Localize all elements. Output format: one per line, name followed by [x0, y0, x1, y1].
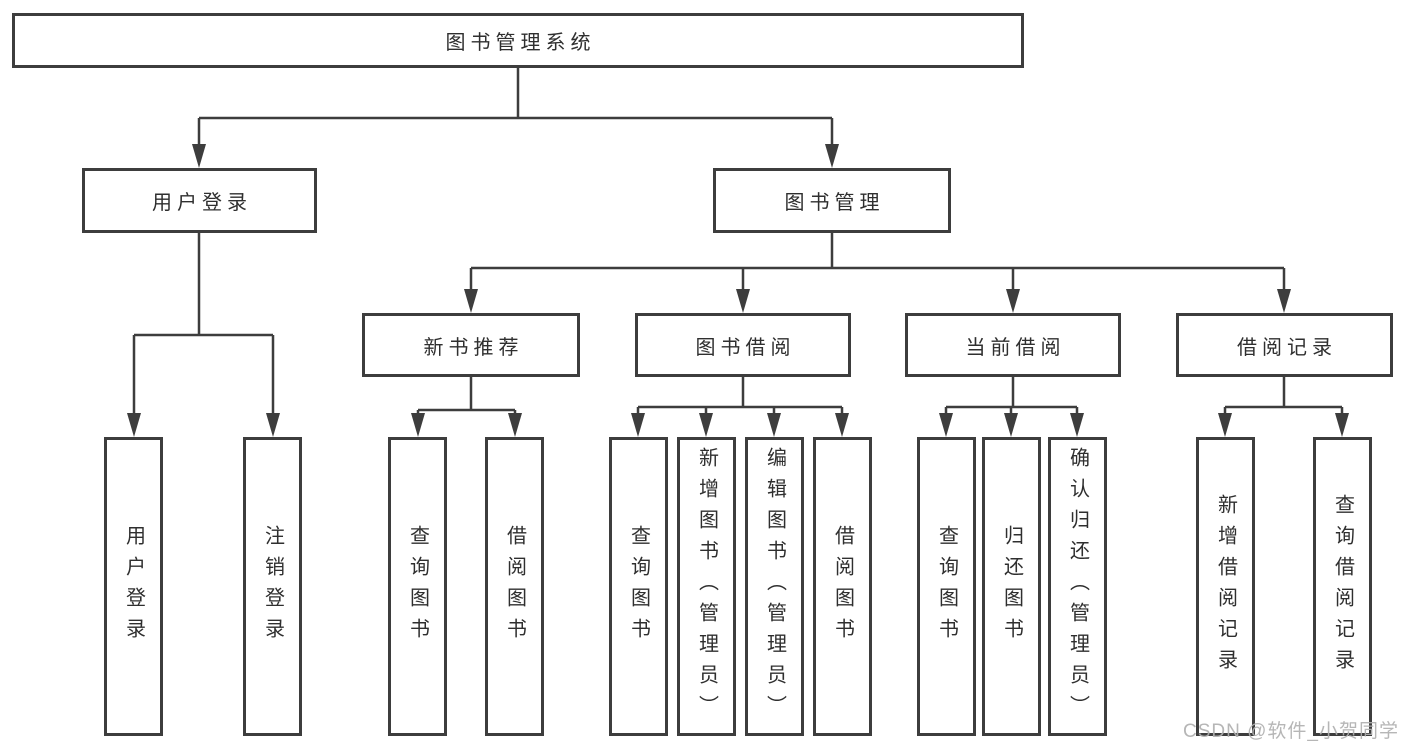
node-book-management: 图书管理: [713, 168, 951, 233]
node-label: 编辑图书（管理员）: [763, 447, 786, 726]
node-label: 用户登录: [152, 192, 252, 214]
node-label: 确认归还（管理员）: [1066, 447, 1089, 726]
node-label: 查询图书: [935, 524, 958, 649]
node-label: 查询借阅记录: [1331, 493, 1354, 680]
csdn-watermark: CSDN @软件_小贺同学: [1183, 721, 1399, 742]
node-label: 新增借阅记录: [1214, 493, 1237, 680]
node-borrowing-records: 借阅记录: [1176, 313, 1393, 377]
node-label: 借阅图书: [503, 524, 526, 649]
node-new-book-recommendation: 新书推荐: [362, 313, 580, 377]
leaf-query-books-current: 查询图书: [917, 437, 976, 736]
leaf-logout: 注销登录: [243, 437, 302, 736]
node-label: 当前借阅: [965, 336, 1066, 359]
leaf-confirm-return-admin: 确认归还（管理员）: [1048, 437, 1107, 736]
node-current-borrowing: 当前借阅: [905, 313, 1121, 377]
node-label: 归还图书: [1000, 524, 1023, 649]
node-user-login: 用户登录: [82, 168, 317, 233]
leaf-add-borrow-record: 新增借阅记录: [1196, 437, 1255, 736]
arrowheads: [127, 144, 1349, 437]
leaf-query-books-borrowing: 查询图书: [609, 437, 668, 736]
node-label: 查询图书: [406, 524, 429, 649]
node-book-borrowing: 图书借阅: [635, 313, 851, 377]
node-label: 新书推荐: [423, 336, 524, 359]
node-label: 图书管理系统: [445, 32, 596, 54]
leaf-query-books-recommend: 查询图书: [388, 437, 447, 736]
node-label: 图书管理: [784, 192, 885, 214]
node-label: 用户登录: [122, 524, 145, 649]
node-library-management-system: 图书管理系统: [12, 13, 1024, 68]
leaf-borrow-books-borrowing: 借阅图书: [813, 437, 872, 736]
leaf-borrow-books-recommend: 借阅图书: [485, 437, 544, 736]
node-label: 借阅图书: [831, 524, 854, 649]
leaf-return-books: 归还图书: [982, 437, 1041, 736]
node-label: 查询图书: [627, 524, 650, 649]
leaf-query-borrow-record: 查询借阅记录: [1313, 437, 1372, 736]
node-label: 借阅记录: [1237, 336, 1337, 359]
node-label: 新增图书（管理员）: [695, 447, 718, 726]
leaf-user-login: 用户登录: [104, 437, 163, 736]
leaf-add-books-admin: 新增图书（管理员）: [677, 437, 736, 736]
node-label: 注销登录: [261, 524, 284, 649]
leaf-edit-books-admin: 编辑图书（管理员）: [745, 437, 804, 736]
node-label: 图书借阅: [695, 336, 796, 359]
